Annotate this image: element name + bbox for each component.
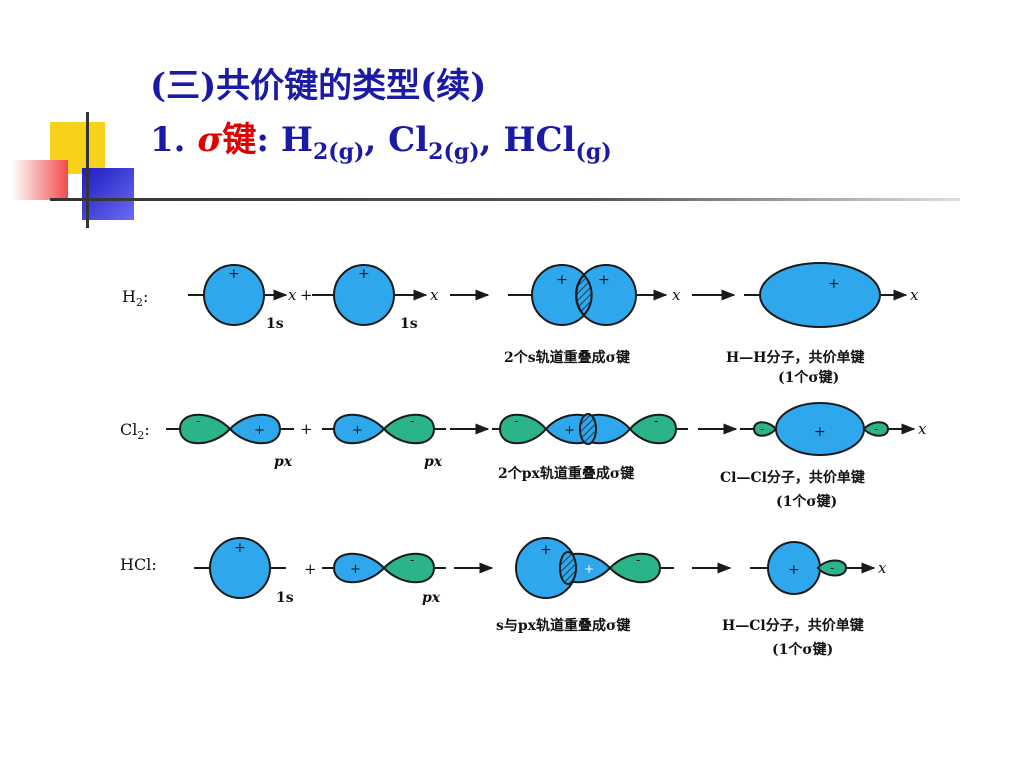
formula-cl2-sub: 2(g) [428,138,480,165]
hcl-sign-c1: + [540,542,552,558]
hcl-sign-b1: + [350,562,361,577]
cl2-overlap-right-neg [628,413,678,445]
cl2-sign-a2: + [254,423,265,438]
cl2-molecule-left-small-lobe [752,421,778,437]
cl2-sign-a1: - [196,414,200,429]
bond-word: 键 [222,120,257,160]
h2-x-label-3: x [672,286,681,304]
h2-molecule-orbital [759,262,881,328]
h2-sign-a: + [228,266,240,282]
cl2-overlap-left-neg [498,413,548,445]
hcl-label: HCl: [120,555,157,574]
cl2-px-b-neg-lobe [382,413,436,445]
cl2-sign-d2: + [814,424,826,440]
h2-sign-e: + [828,276,840,292]
deco-horizontal-line [50,198,960,201]
cl2-result-caption-1: Cl—Cl分子，共价单键 [720,469,866,486]
cl2-sign-b1: + [352,423,363,438]
cl2-plus-operator: + [300,420,313,438]
formula-h2-sub: 2(g) [312,138,365,165]
hcl-overlap-caption: s与px轨道重叠成σ键 [496,617,631,634]
hcl-result-caption-2: (1个σ键) [772,641,833,658]
cl2-px-a-neg-lobe [178,413,232,445]
formula-hcl: HCl [503,120,576,160]
h2-result-caption-1: H—H分子，共价单键 [726,349,865,366]
separator-2: , [479,120,492,160]
h2-orbital-label-1: 1s [266,316,284,332]
h2-sign-c: + [556,272,568,288]
deco-red-square [12,160,68,200]
deco-vertical-line [86,112,89,228]
hcl-sign-b2: - [410,553,414,568]
cl2-sign-d1: - [760,422,764,436]
slide-title: (三)共价键的类型(续) [150,66,487,106]
deco-blue-square [82,168,134,220]
row-h2: H2: x + x + + 1s 1s x + + 2个s轨道重叠成σ键 [122,262,919,386]
cl2-sign-c2: + [564,423,575,438]
hcl-x-label: x [878,559,887,577]
h2-x-label-4: x [910,286,919,304]
cl2-sign-b2: - [410,414,414,429]
hcl-sign-c3: - [636,553,640,568]
cl2-orbital-label-2: px [424,454,443,470]
hcl-px-pos-lobe [332,552,386,584]
cl2-sign-c3: - [654,414,658,429]
hcl-overlap-px-neg-lobe [608,552,662,584]
cl2-x-label: x [918,420,927,438]
h2-plus-operator: + [300,286,313,304]
h2-x-label-1: x [288,286,297,304]
cl2-px-b-pos-lobe [332,413,386,445]
hcl-orbital-label-2: px [422,590,441,606]
cl2-sign-d3: - [874,422,878,436]
cl2-label: Cl2: [120,420,150,442]
cl2-overlap-caption: 2个px轨道重叠成σ键 [498,465,635,482]
h2-sign-d: + [598,272,610,288]
h2-orbital-label-2: 1s [400,316,418,332]
cl2-result-caption-2: (1个σ键) [776,493,837,510]
sigma-symbol: σ [197,120,223,160]
hcl-px-neg-lobe [382,552,436,584]
hcl-orbital-label-1: 1s [276,590,294,606]
row-cl2: Cl2: - + + + - px px - + - [120,402,927,510]
hcl-sign-a: + [234,540,246,556]
cl2-overlap-region [579,413,597,445]
formula-hcl-sub: (g) [575,138,612,165]
h2-x-label-2: x [430,286,439,304]
formula-h2: H [280,120,313,160]
h2-overlap-region [575,273,593,317]
cl2-sign-c1: - [514,414,518,429]
formula-cl2: Cl [388,120,429,160]
hcl-sign-d1: + [788,562,800,578]
h2-result-caption-2: (1个σ键) [778,369,839,386]
slide-subtitle: 1. σ键: H2(g), Cl2(g), HCl(g) [150,112,612,165]
hcl-sign-c2: + [584,562,594,576]
hcl-sign-d2: - [830,561,834,575]
row-hcl: HCl: + 1s + + - px + + - s与px轨道重叠成σ键 [120,537,887,658]
separator-1: , [364,120,377,160]
hcl-overlap-region [559,551,577,585]
h2-sign-b: + [358,266,370,282]
sigma-bond-diagram: H2: x + x + + 1s 1s x + + 2个s轨道重叠成σ键 [120,262,927,658]
hcl-plus-operator: + [304,560,317,578]
hcl-result-caption-1: H—Cl分子，共价单键 [722,617,865,634]
h2-label: H2: [122,287,148,309]
subtitle-number: 1. [150,120,186,160]
cl2-orbital-label-1: px [274,454,293,470]
subtitle-colon: : [256,120,269,160]
h2-overlap-caption: 2个s轨道重叠成σ键 [504,349,631,366]
